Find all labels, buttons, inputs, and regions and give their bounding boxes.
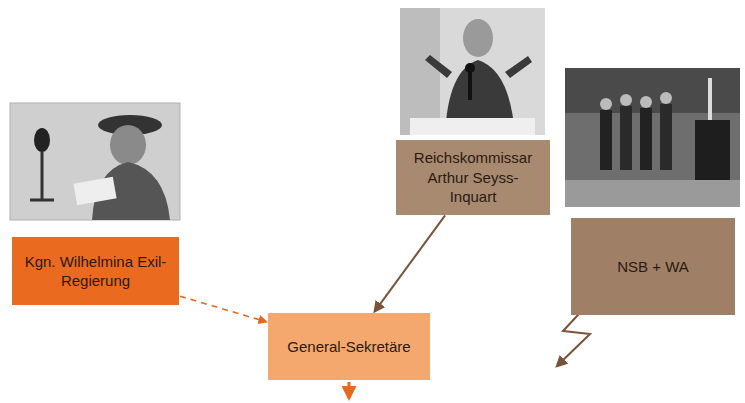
photo-speaker [400, 8, 545, 135]
outflow-arrow [348, 382, 351, 398]
government-box: Kgn. Wilhelmina Exil-Regierung [12, 237, 179, 305]
node-label: General-Sekretäre [287, 337, 410, 357]
connector-arrow [180, 296, 266, 322]
secretaries-box: General-Sekretäre [268, 313, 430, 380]
node-label: NSB + WA [617, 257, 689, 277]
photo-queen [10, 103, 180, 220]
node-label: Reichskommissar Arthur Seyss-Inquart [406, 148, 540, 207]
party-box: NSB + WA [571, 218, 735, 315]
connector-arrow [375, 215, 445, 311]
photo-parade [565, 68, 740, 207]
commissioner-box: Reichskommissar Arthur Seyss-Inquart [396, 140, 550, 215]
node-label: Kgn. Wilhelmina Exil-Regierung [22, 252, 169, 291]
